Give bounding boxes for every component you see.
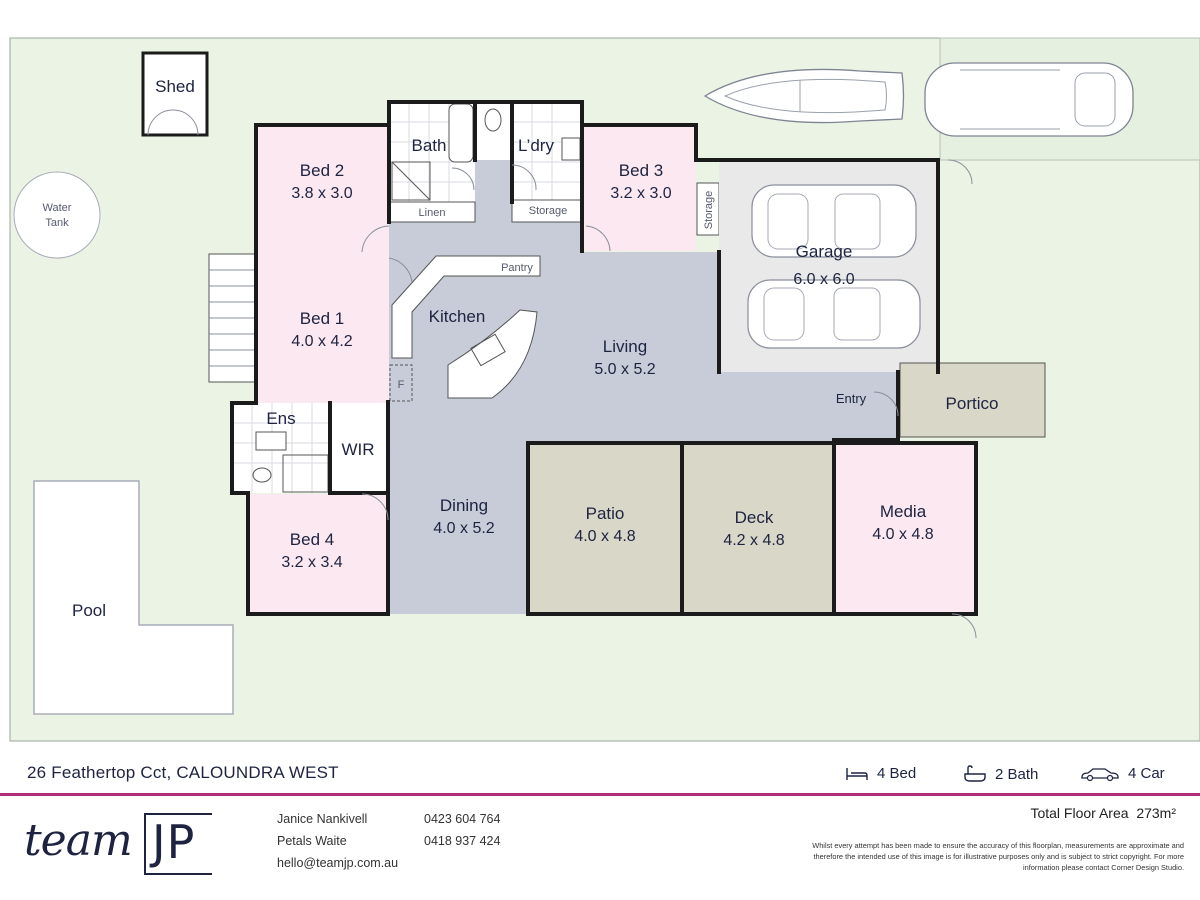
car-icon: [1081, 767, 1119, 781]
total-floor-area-label: Total Floor Area: [1030, 805, 1129, 821]
bed1-room: [256, 253, 389, 403]
bed4-label: Bed 4: [290, 530, 334, 549]
boat-icon: [703, 68, 905, 124]
kitchen-bench: [391, 255, 541, 359]
entry-label: Entry: [836, 391, 867, 406]
stairs: [208, 253, 257, 383]
patio-label: Patio: [586, 504, 625, 523]
linen-label: Linen: [419, 207, 446, 219]
portico-area: [899, 362, 1046, 438]
laundry-tub-icon: [561, 137, 581, 161]
wir-room: [330, 403, 388, 493]
fridge-label: F: [398, 379, 405, 391]
bed-count: 4 Bed: [845, 765, 916, 782]
media-label: Media: [880, 502, 927, 521]
bed2-dim: 3.8 x 3.0: [291, 185, 352, 202]
bed1-dim: 4.0 x 4.2: [291, 333, 352, 350]
bath-icon: [964, 765, 986, 782]
brand-logo: team JP: [24, 813, 224, 877]
wir-label: WIR: [341, 440, 374, 459]
patio-area: [530, 443, 681, 614]
kitchen-label: Kitchen: [429, 307, 486, 326]
garage-car-icon-2: [747, 279, 921, 349]
agent2-phone[interactable]: 0418 937 424: [424, 834, 501, 848]
ens-label: Ens: [266, 409, 295, 428]
floor-plan: Pool Water Tank Shed: [9, 37, 1200, 742]
deck-dim: 4.2 x 4.8: [723, 532, 784, 549]
agent1-phone[interactable]: 0423 604 764: [424, 812, 501, 826]
fridge-space: [389, 364, 413, 402]
garage-label: Garage: [796, 242, 853, 261]
bath-count: 2 Bath: [963, 765, 1038, 783]
total-floor-area: Total Floor Area 273m²: [1030, 805, 1176, 821]
bed1-label: Bed 1: [300, 309, 344, 328]
ens-toilet-icon: [252, 467, 272, 483]
media-room: [834, 443, 976, 614]
portico-label: Portico: [946, 394, 999, 413]
sink-icon: [470, 333, 506, 367]
walls: [230, 100, 978, 616]
deck-area: [682, 443, 832, 614]
driveway-car-icon: [924, 62, 1134, 137]
bed3-dim: 3.2 x 3.0: [610, 185, 671, 202]
bed3-label: Bed 3: [619, 161, 663, 180]
agent2-name: Petals Waite: [277, 834, 347, 848]
living-dim: 5.0 x 5.2: [594, 361, 655, 378]
footer-divider: [0, 793, 1200, 796]
shed: [141, 51, 209, 137]
bathtub-icon: [448, 103, 474, 163]
living-label: Living: [603, 337, 647, 356]
patio-dim: 4.0 x 4.8: [574, 528, 635, 545]
bed4-dim: 3.2 x 3.4: [281, 554, 342, 571]
door-swings: [361, 159, 977, 639]
bed4-room: [248, 494, 388, 614]
media-dim: 4.0 x 4.8: [872, 526, 933, 543]
property-address: 26 Feathertop Cct, CALOUNDRA WEST: [27, 763, 339, 782]
bed3-room: [582, 125, 696, 251]
water-tank: [13, 171, 101, 259]
brand-script-text: team: [24, 815, 133, 866]
ens-vanity-icon: [255, 431, 287, 451]
pantry-label: Pantry: [501, 262, 533, 274]
kitchen-island: [447, 309, 538, 399]
brand-initials: JP: [152, 815, 196, 869]
pool-label: Pool: [72, 601, 106, 620]
bath-count-label: 2 Bath: [995, 765, 1039, 783]
car-count-label: 4 Car: [1128, 765, 1165, 782]
agent1-name: Janice Nankivell: [277, 812, 368, 826]
bed2-label: Bed 2: [300, 161, 344, 180]
footer: 26 Feathertop Cct, CALOUNDRA WEST 4 Bed …: [0, 755, 1200, 900]
toilet-icon: [484, 108, 502, 132]
dining-dim: 4.0 x 5.2: [433, 520, 494, 537]
laundry-label: L’dry: [518, 136, 554, 155]
deck-label: Deck: [735, 508, 774, 527]
hallway: [475, 160, 512, 226]
bed2-room: [256, 125, 389, 253]
email-link[interactable]: hello@teamjp.com.au: [277, 856, 399, 870]
bed-count-label: 4 Bed: [877, 765, 917, 782]
bath-label: Bath: [412, 136, 447, 155]
pool: [33, 480, 234, 715]
garage-car-icon-1: [751, 184, 917, 258]
water-tank-label-1: Water: [43, 202, 72, 214]
car-count: 4 Car: [1080, 765, 1165, 782]
garage-dim: 6.0 x 6.0: [793, 271, 854, 288]
water-tank-label-2: Tank: [45, 217, 69, 229]
garage-storage-label: Storage: [703, 191, 715, 230]
total-floor-area-value: 273m²: [1136, 805, 1176, 821]
shed-label: Shed: [155, 77, 195, 96]
disclaimer: Whilst every attempt has been made to en…: [812, 841, 1184, 872]
dining-label: Dining: [440, 496, 488, 515]
laundry-storage-label: Storage: [529, 205, 568, 217]
shower-icon: [391, 161, 431, 201]
brand-frame: [144, 813, 212, 875]
bed-icon: [846, 767, 868, 780]
